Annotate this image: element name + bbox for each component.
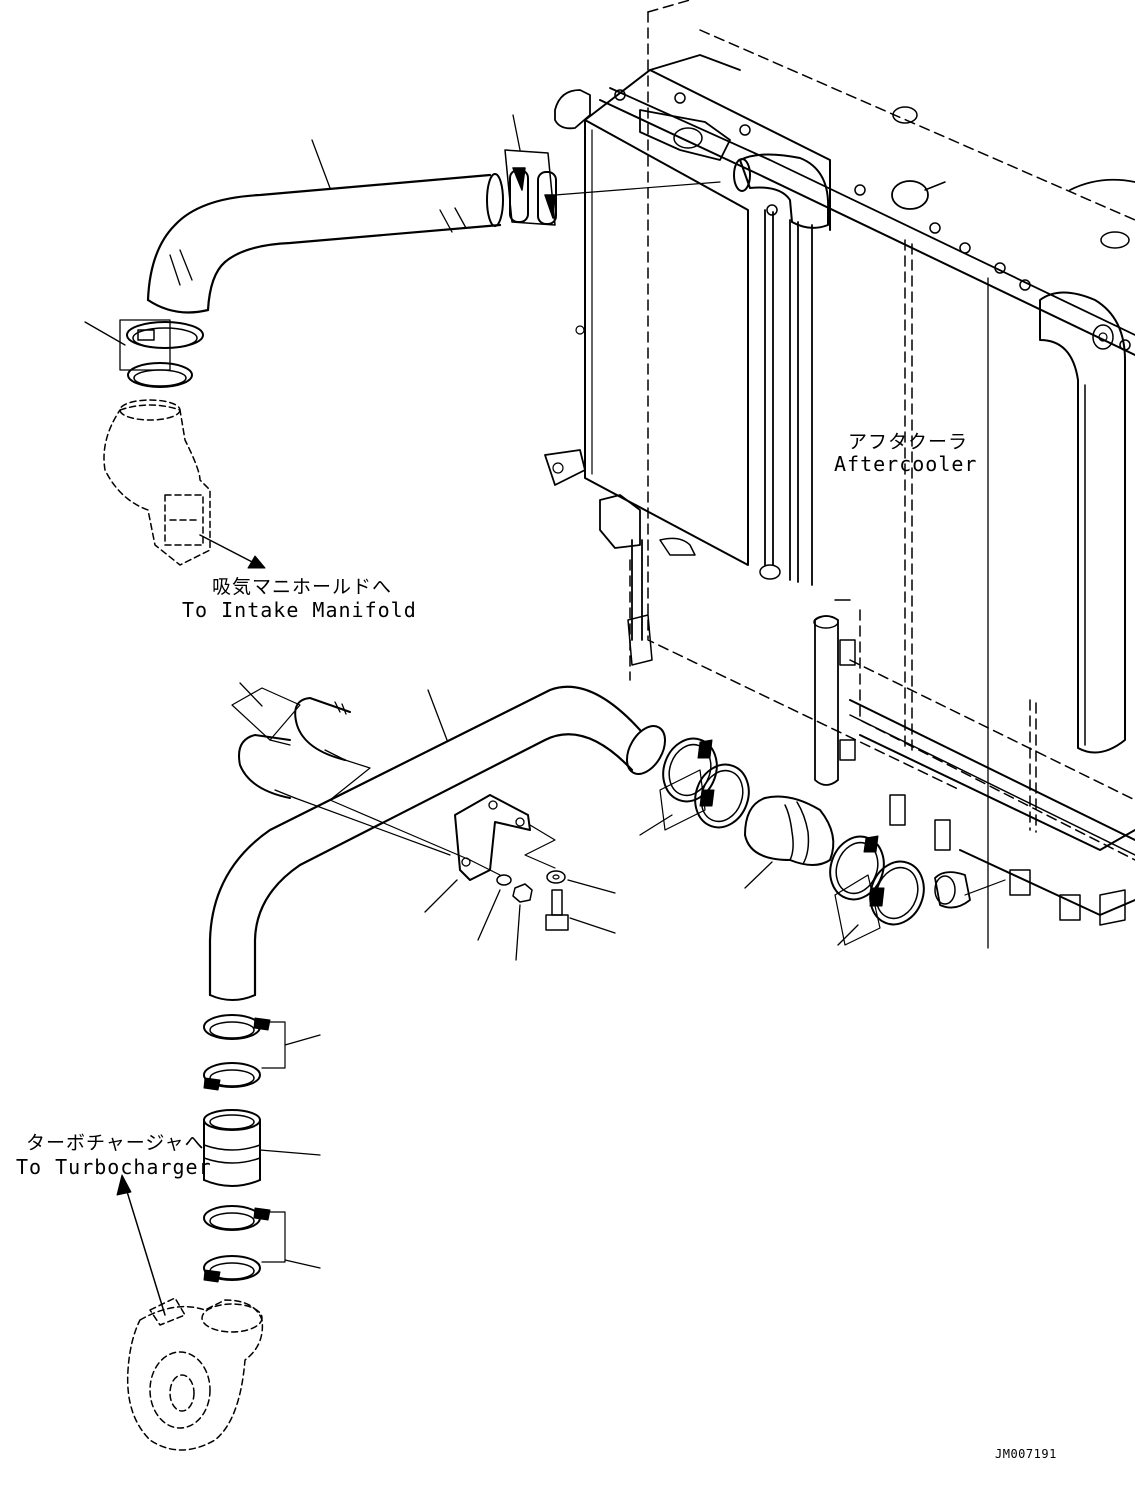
pipe-bracket: [425, 795, 615, 960]
rubber-hose-mid: [745, 797, 833, 889]
lower-right-hose-clamps: [822, 829, 933, 945]
aftercooler-assembly: [545, 0, 1135, 948]
aftercooler-label-jp: アフタクーラ: [848, 431, 969, 453]
mid-hose-clamps: [640, 731, 757, 835]
aftercooler-label-en: Aftercooler: [834, 452, 978, 476]
intake-manifold-label-en: To Intake Manifold: [182, 598, 417, 622]
lower-air-pipe: [210, 687, 673, 1000]
upper-air-hose: [148, 140, 503, 312]
intake-arrow: [200, 535, 265, 568]
turbocharger-label-en: To Turbocharger: [16, 1155, 212, 1179]
turbo-arrow: [117, 1175, 165, 1315]
vertical-hose-clamps-lower: [204, 1206, 320, 1282]
intake-manifold: [104, 400, 210, 565]
vertical-hose-clamps-upper: [204, 1015, 320, 1090]
manifold-hose-clamps: [85, 320, 203, 387]
turbocharger: [128, 1298, 263, 1450]
intake-manifold-label-jp: 吸気マニホールドへ: [212, 576, 393, 598]
top-hose-clamps: [505, 115, 720, 225]
turbocharger-label-jp: ターボチャージャへ: [26, 1132, 205, 1154]
rubber-hose-vertical: [204, 1110, 320, 1186]
drawing-code: JM007191: [995, 1447, 1057, 1461]
u-bolts: [232, 683, 470, 860]
